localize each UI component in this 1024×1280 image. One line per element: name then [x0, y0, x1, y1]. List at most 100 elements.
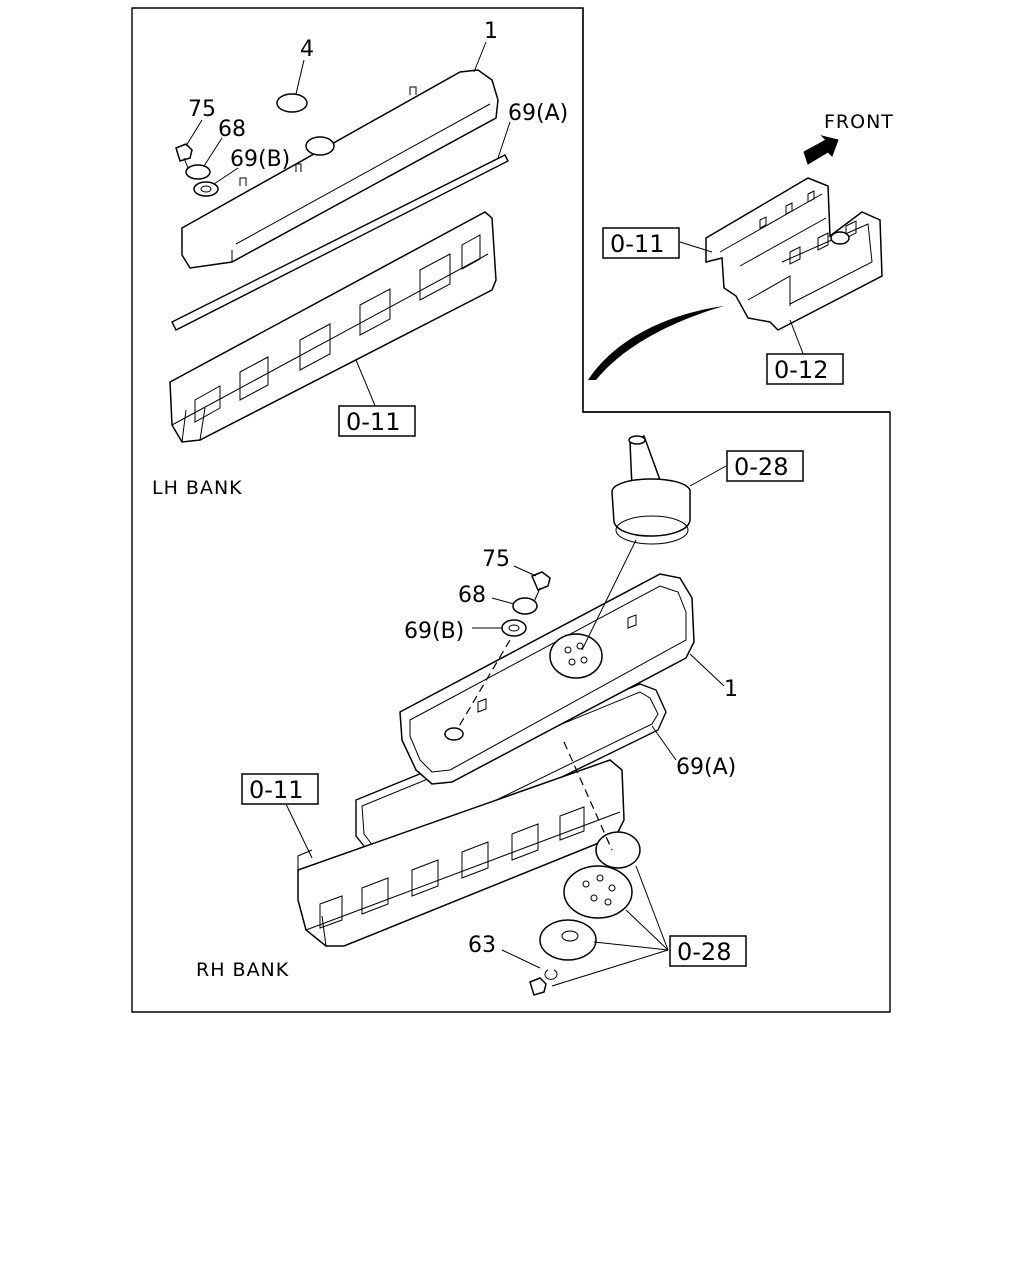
rh-screw-63 [529, 977, 547, 996]
rh-rocker-cover [399, 573, 695, 785]
rh-cap-plate-hole [576, 642, 584, 650]
rh-leader-028-bottom [551, 865, 669, 987]
inset-ref-012: 0-12 [774, 356, 828, 384]
rh-cylinder-head [297, 759, 625, 947]
lh-label-69b: 69(B) [230, 147, 290, 172]
rh-label-69b: 69(B) [404, 619, 464, 644]
lh-washer-68 [185, 164, 211, 180]
inset-group: FRONT 0-11 0-12 [588, 111, 894, 385]
rh-bank-title: RH BANK [196, 959, 289, 981]
lh-cover-studs [239, 86, 417, 186]
rh-bolt-75-shank [533, 587, 541, 603]
lh-label-69a: 69(A) [508, 101, 568, 126]
rh-filter-hole [604, 898, 612, 906]
rh-bank-group: 0-28 75 68 69(B) 1 69(A) 0-11 63 0-28 RH… [196, 434, 804, 996]
lh-oil-cap-4 [276, 93, 308, 113]
rh-label-1: 1 [724, 677, 738, 702]
rh-rocker-cover-inner [409, 585, 687, 773]
rh-cap-plate-hole [568, 658, 576, 666]
rh-filter-hole [590, 894, 598, 902]
rh-ref-box-028-top [726, 450, 804, 482]
lh-leader-68 [203, 137, 223, 167]
lh-label-4: 4 [300, 37, 314, 62]
rh-head-detail [297, 811, 621, 947]
inset-ref-box-012 [766, 353, 844, 385]
rh-leader-75 [513, 565, 537, 577]
rh-breather-hose-end [628, 435, 646, 445]
rh-cap-plate [549, 633, 603, 679]
rh-cover-studs [477, 614, 637, 713]
lh-leader-011 [355, 359, 377, 409]
rh-label-75: 75 [482, 547, 510, 572]
inset-oil-fill [830, 231, 850, 245]
rh-ref-028-bottom: 0-28 [677, 938, 731, 966]
rh-leader-011 [285, 803, 313, 859]
lh-rocker-cover-ridge [231, 103, 491, 262]
rh-dash-cap [563, 741, 613, 851]
lh-label-68: 68 [218, 117, 246, 142]
inset-frame [582, 8, 890, 413]
rh-gasket-69a [355, 683, 667, 861]
rh-ref-box-028-bottom [669, 935, 747, 967]
lh-filler-neck [305, 136, 335, 156]
rh-cover-hole [444, 727, 464, 741]
lh-head-ports [194, 234, 481, 423]
rh-grommet-69b [501, 619, 527, 637]
lh-bank-title: LH BANK [152, 477, 243, 499]
lh-leader-4 [295, 59, 305, 95]
lh-leader-69b [213, 167, 239, 185]
rh-dash-breather [581, 539, 637, 651]
rh-ref-box-011 [241, 773, 319, 805]
rh-cap-plate-hole [580, 656, 588, 664]
rh-baffle-center [561, 930, 579, 942]
front-label: FRONT [824, 111, 894, 133]
lh-grommet-69b [193, 181, 219, 197]
inset-leader-011 [679, 241, 713, 253]
lh-cylinder-head [169, 211, 497, 443]
rh-leader-69a [651, 725, 677, 761]
lh-gasket-69a [171, 154, 509, 331]
rh-filter-hole [608, 884, 616, 892]
rh-grommet-69b-hole [508, 624, 520, 632]
lh-leader-69a [497, 121, 511, 159]
rh-leader-63 [501, 949, 541, 969]
lh-grommet-69b-hole [200, 185, 212, 193]
lh-rocker-cover [181, 69, 499, 269]
rh-breather-ring [615, 515, 689, 545]
lh-leader-75 [185, 119, 203, 147]
lh-ref-box-011 [338, 405, 416, 437]
rh-washer-68 [512, 597, 538, 615]
rh-filter-hole [596, 874, 604, 882]
rh-cap-plate-hole [564, 646, 572, 654]
rh-label-68: 68 [458, 583, 486, 608]
inset-pointer-swoosh [588, 306, 724, 380]
front-arrow-icon [803, 135, 839, 165]
rh-ref-011: 0-11 [249, 776, 303, 804]
lh-ref-011: 0-11 [346, 408, 400, 436]
rh-leader-1 [689, 653, 725, 687]
rh-label-69a: 69(A) [676, 755, 736, 780]
rh-seal-ring [595, 831, 641, 869]
lh-bolt-75-shank [183, 157, 189, 169]
lh-bolt-75 [175, 143, 193, 162]
rh-breather-body [611, 478, 691, 537]
rh-filter-hole [582, 880, 590, 888]
rh-ref-028-top: 0-28 [734, 453, 788, 481]
inset-engine-detail [719, 190, 873, 306]
rh-filter-plate [563, 865, 633, 919]
lh-label-75: 75 [188, 97, 216, 122]
lh-bank-group: 4 1 75 68 69(B) 69(A) 0-11 LH BANK [152, 19, 568, 499]
lh-leader-1 [473, 41, 487, 73]
rh-leader-028-top [689, 465, 727, 487]
lh-label-1: 1 [484, 19, 498, 44]
rh-head-ports [319, 806, 585, 929]
rh-clip-63 [544, 969, 558, 980]
inset-ref-011: 0-11 [610, 230, 664, 258]
inset-ref-box-011 [602, 227, 680, 259]
rh-label-63: 63 [468, 933, 496, 958]
lh-head-detail [171, 253, 489, 443]
rh-leader-68 [491, 597, 515, 605]
rh-bolt-75 [531, 571, 551, 591]
rh-dash-bolt [457, 639, 511, 729]
